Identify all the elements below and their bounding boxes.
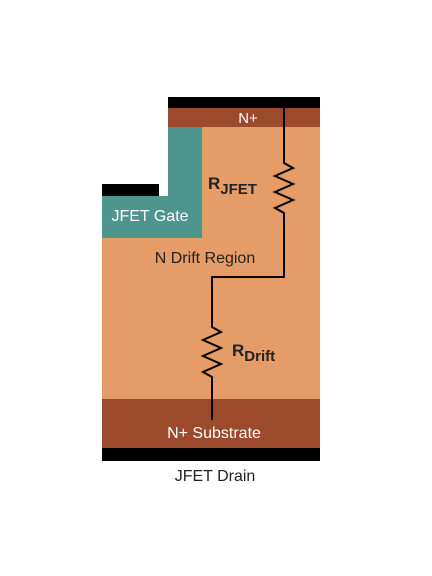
n-drift-region-label: N Drift Region [155, 250, 255, 267]
top-n-plus-layer [168, 108, 320, 127]
r-drift-label: RDrift [232, 341, 275, 365]
top-metal-contact [168, 97, 320, 108]
r-jfet-subscript: JFET [220, 181, 257, 198]
drain-metal-contact [102, 448, 320, 461]
n-plus-substrate-label: N+ Substrate [167, 425, 261, 442]
r-jfet-label: RJFET [208, 174, 257, 198]
gate-metal-contact [102, 184, 159, 196]
r-jfet-main: R [208, 174, 220, 193]
jfet-gate-label: JFET Gate [111, 208, 188, 225]
jfet-gate-region [102, 127, 202, 238]
resistor-network-wire [200, 108, 296, 420]
top-n-plus-label: N+ [238, 110, 258, 127]
r-drift-subscript: Drift [244, 348, 275, 365]
jfet-drain-label: JFET Drain [175, 468, 256, 485]
r-drift-main: R [232, 341, 244, 360]
